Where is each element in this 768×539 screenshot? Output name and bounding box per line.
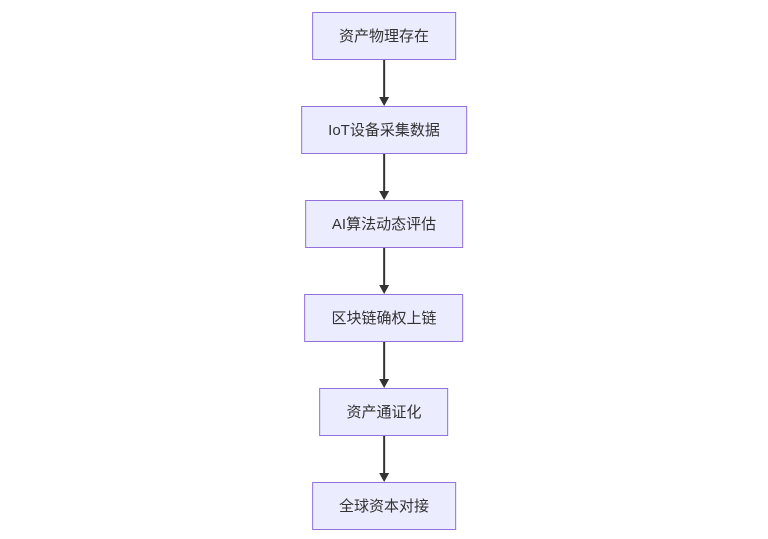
arrow-line	[383, 342, 385, 380]
arrow-line	[383, 154, 385, 192]
flow-node-label: 资产物理存在	[338, 27, 429, 45]
flow-node-label: 区块链确权上链	[331, 309, 437, 327]
flow-node-label: AI算法动态评估	[331, 215, 437, 233]
arrowhead-icon	[379, 285, 389, 294]
flow-node-label: 资产通证化	[346, 403, 422, 421]
arrow-line	[383, 60, 385, 98]
flow-node-iot-data: IoT设备采集数据	[301, 106, 467, 154]
arrow-line	[383, 436, 385, 474]
flow-node-label: IoT设备采集数据	[328, 121, 440, 139]
arrowhead-icon	[379, 473, 389, 482]
flow-node-label: 全球资本对接	[338, 497, 429, 515]
flow-node-tokenization: 资产通证化	[319, 388, 449, 436]
flowchart: 资产物理存在 IoT设备采集数据 AI算法动态评估 区块链确权上链	[301, 12, 467, 530]
flow-node-ai-evaluation: AI算法动态评估	[304, 200, 464, 248]
arrowhead-icon	[379, 97, 389, 106]
flow-arrow-5	[379, 436, 389, 482]
arrow-line	[383, 248, 385, 286]
flow-node-blockchain-onchain: 区块链确权上链	[304, 294, 464, 342]
arrowhead-icon	[379, 379, 389, 388]
flow-node-asset-existence: 资产物理存在	[311, 12, 456, 60]
flow-node-global-capital: 全球资本对接	[311, 482, 456, 530]
flow-arrow-3	[379, 248, 389, 294]
flow-arrow-2	[379, 154, 389, 200]
arrowhead-icon	[379, 191, 389, 200]
flow-arrow-1	[379, 60, 389, 106]
flow-arrow-4	[379, 342, 389, 388]
